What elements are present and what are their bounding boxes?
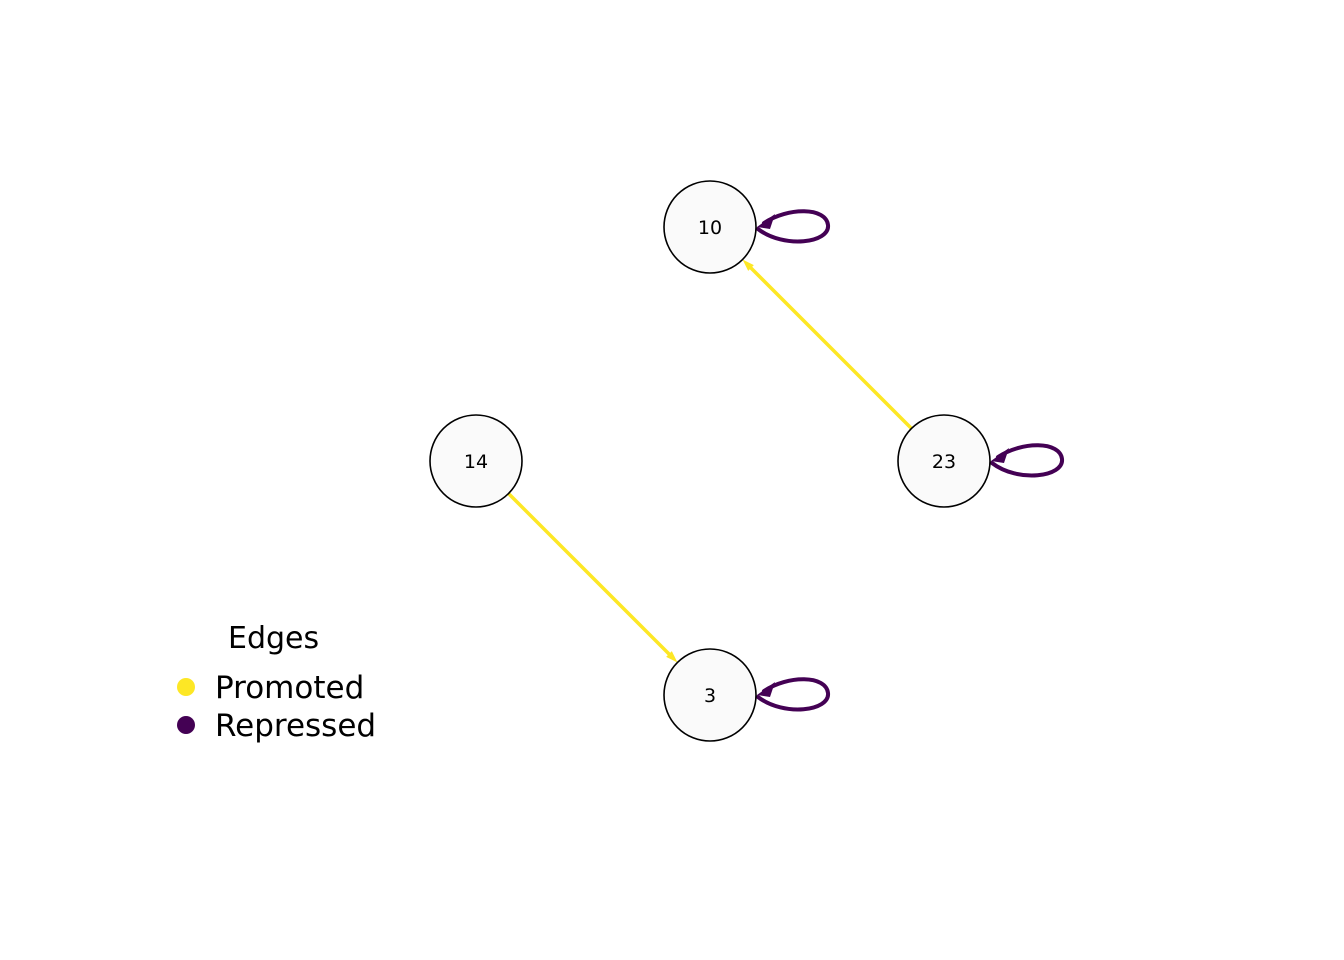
self-loop-edge: [756, 209, 830, 244]
self-loop-edge: [990, 443, 1064, 478]
edge-line: [748, 265, 913, 430]
edge-10-10: [756, 209, 830, 244]
edge-line: [507, 492, 672, 657]
node-circle: [429, 414, 523, 508]
arrowhead: [666, 651, 678, 663]
edge-3-3: [756, 677, 830, 712]
arrowhead: [757, 214, 775, 229]
legend-repressed-marker: [177, 716, 195, 734]
legend-title: Edges: [228, 621, 319, 656]
self-loop-edge: [756, 677, 830, 712]
node-circle: [663, 180, 757, 274]
node-10: 10: [663, 180, 757, 274]
legend: Edges Promoted Repressed: [177, 621, 376, 744]
node-23: 23: [897, 414, 991, 508]
legend-repressed-label: Repressed: [215, 708, 376, 744]
nodes-layer: 10 14 23 3: [429, 180, 991, 742]
legend-promoted-label: Promoted: [215, 670, 364, 706]
edge-14-3: [507, 492, 678, 663]
node-label: 23: [932, 451, 956, 473]
edges-layer: [507, 209, 1064, 712]
edge-23-10: [742, 259, 913, 430]
arrowhead: [742, 259, 754, 271]
node-3: 3: [663, 648, 757, 742]
edge-23-23: [990, 443, 1064, 478]
node-circle: [663, 648, 757, 742]
node-circle: [897, 414, 991, 508]
arrowhead: [757, 682, 775, 697]
node-label: 14: [464, 451, 488, 473]
arrowhead: [991, 448, 1009, 463]
node-label: 10: [698, 217, 722, 239]
legend-promoted-marker: [177, 678, 195, 696]
node-14: 14: [429, 414, 523, 508]
node-label: 3: [704, 685, 716, 707]
